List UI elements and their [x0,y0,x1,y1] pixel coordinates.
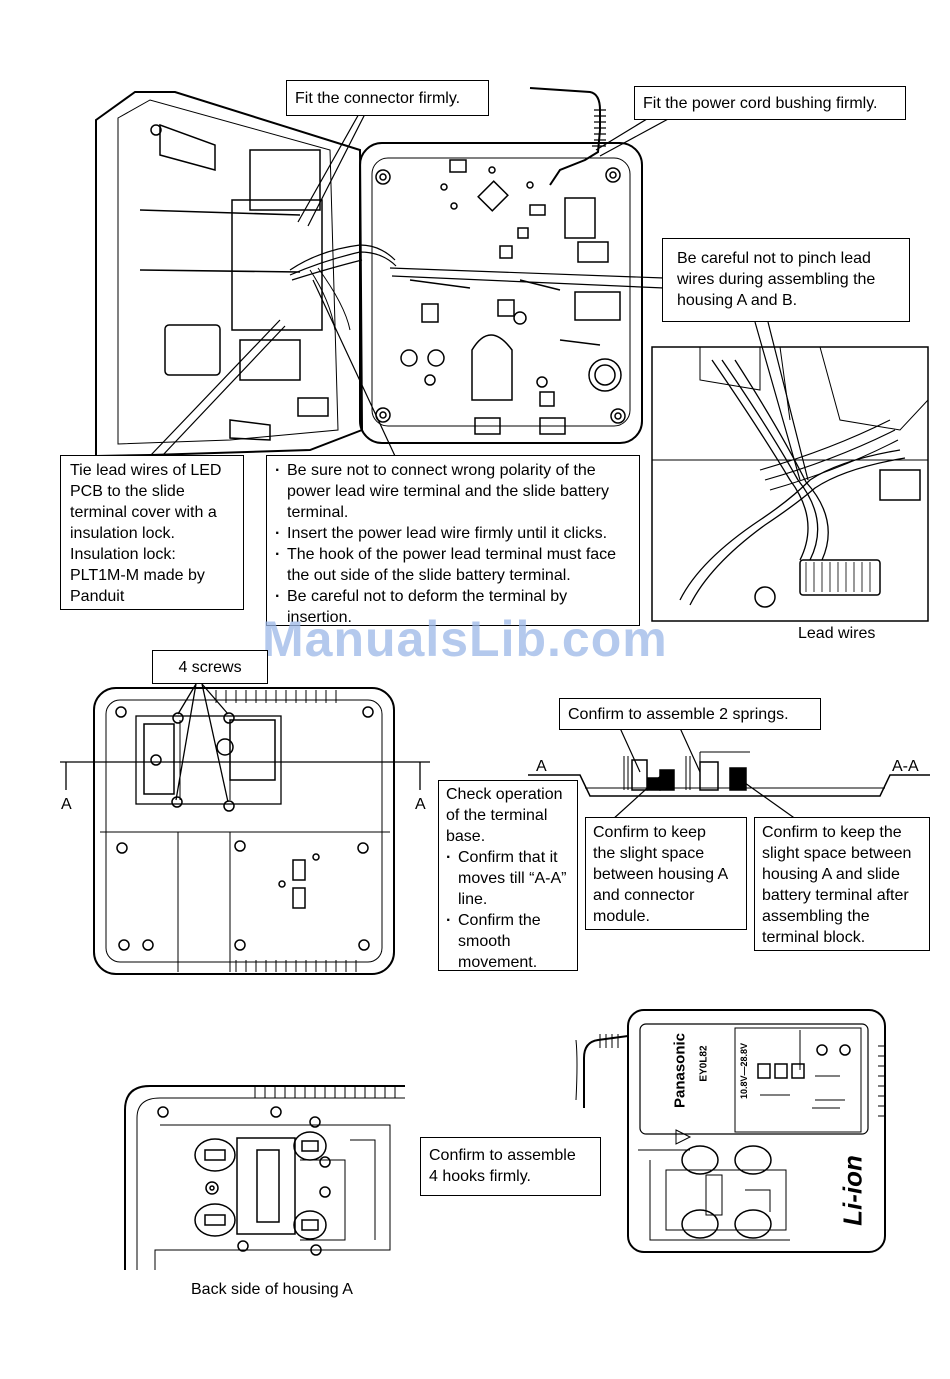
slight-space-connector-line: the slight space [593,845,705,862]
polarity-note: The hook of the power lead terminal must… [275,544,631,586]
check-operation-line: Check operation [446,786,563,803]
section-a-right-label: A [415,796,426,813]
polarity-notes-callout: Be sure not to connect wrong polarity of… [266,455,640,626]
slight-space-connector-line: between housing A [593,866,729,883]
charger-drawing [575,1009,886,1253]
slight-space-terminal-line: assembling the [762,908,870,925]
housing-a-drawing [359,142,643,444]
slight-space-connector-callout: Confirm to keep the slight space between… [585,817,747,930]
careful-pinch-line: Be careful not to pinch lead [677,250,871,267]
section-aa-label: A-A [892,758,919,775]
check-operation-line: base. [446,828,486,845]
back-side-housing-drawing [124,1085,405,1270]
slight-space-connector-line: module. [593,908,650,925]
lead-wires-detail-drawing [651,346,929,622]
slight-space-terminal-line: housing A and slide [762,866,900,883]
housing-bottom-view-drawing [93,687,395,975]
tie-lead-wires-callout: Tie lead wires of LED PCB to the slide t… [60,455,244,610]
slight-space-terminal-line: terminal block. [762,929,866,946]
polarity-note: Be sure not to connect wrong polarity of… [275,460,631,523]
two-springs-callout: Confirm to assemble 2 springs. [559,698,821,730]
check-operation-callout: Check operation of the terminal base. Co… [438,780,578,971]
four-screws-callout: 4 screws [152,650,268,684]
two-springs-text: Confirm to assemble 2 springs. [568,706,789,723]
fit-bushing-callout: Fit the power cord bushing firmly. [634,86,906,120]
slight-space-terminal-line: slight space between [762,845,912,862]
slight-space-terminal-callout: Confirm to keep the slight space between… [754,817,930,951]
power-cord [529,87,601,186]
slight-space-terminal-line: Confirm to keep the [762,824,902,841]
check-operation-bullet: Confirm the smooth movement. [446,910,570,973]
slight-space-connector-line: Confirm to keep [593,824,706,841]
fit-bushing-text: Fit the power cord bushing firmly. [643,95,878,112]
careful-pinch-line: wires during assembling the [677,271,876,288]
charger-brand: Panasonic [671,1032,689,1109]
check-operation-bullet: Confirm that it moves till “A-A” line. [446,847,570,910]
polarity-note: Be careful not to deform the terminal by… [275,586,631,628]
four-hooks-line: 4 hooks firmly. [429,1168,531,1185]
tie-lead-line: Insulation lock: [70,546,176,563]
section-aa-drawing [528,751,930,797]
housing-b-drawing [95,91,364,470]
section-a-small-label: A [536,758,547,775]
polarity-note: Insert the power lead wire firmly until … [275,523,631,544]
lead-wires-caption: Lead wires [798,625,876,642]
fit-connector-text: Fit the connector firmly. [295,90,461,107]
charger-model: EY0L82 [698,1045,710,1082]
section-a-left-label: A [61,796,72,813]
tie-lead-line: PCB to the slide [70,483,185,500]
tie-lead-line: terminal cover with a [70,504,217,521]
careful-pinch-callout: Be careful not to pinch lead wires durin… [662,238,910,322]
slight-space-connector-line: and connector [593,887,695,904]
slight-space-terminal-line: battery terminal after [762,887,909,904]
tie-lead-line: Panduit [70,588,125,605]
tie-lead-line: Tie lead wires of LED [70,462,222,479]
tie-lead-line: insulation lock. [70,525,175,542]
check-operation-line: of the terminal [446,807,548,824]
charger-battery-type: Li-ion [837,1155,868,1226]
careful-pinch-line: housing A and B. [677,292,798,309]
watermark: ManualsLib.com [262,611,668,667]
four-hooks-line: Confirm to assemble [429,1147,576,1164]
fit-connector-callout: Fit the connector firmly. [286,80,489,116]
four-hooks-callout: Confirm to assemble 4 hooks firmly. [420,1137,601,1196]
back-side-caption: Back side of housing A [191,1281,353,1298]
four-screws-text: 4 screws [178,659,242,676]
charger-voltage: 10.8V—28.8V [739,1042,749,1100]
tie-lead-line: PLT1M-M made by [70,567,205,584]
